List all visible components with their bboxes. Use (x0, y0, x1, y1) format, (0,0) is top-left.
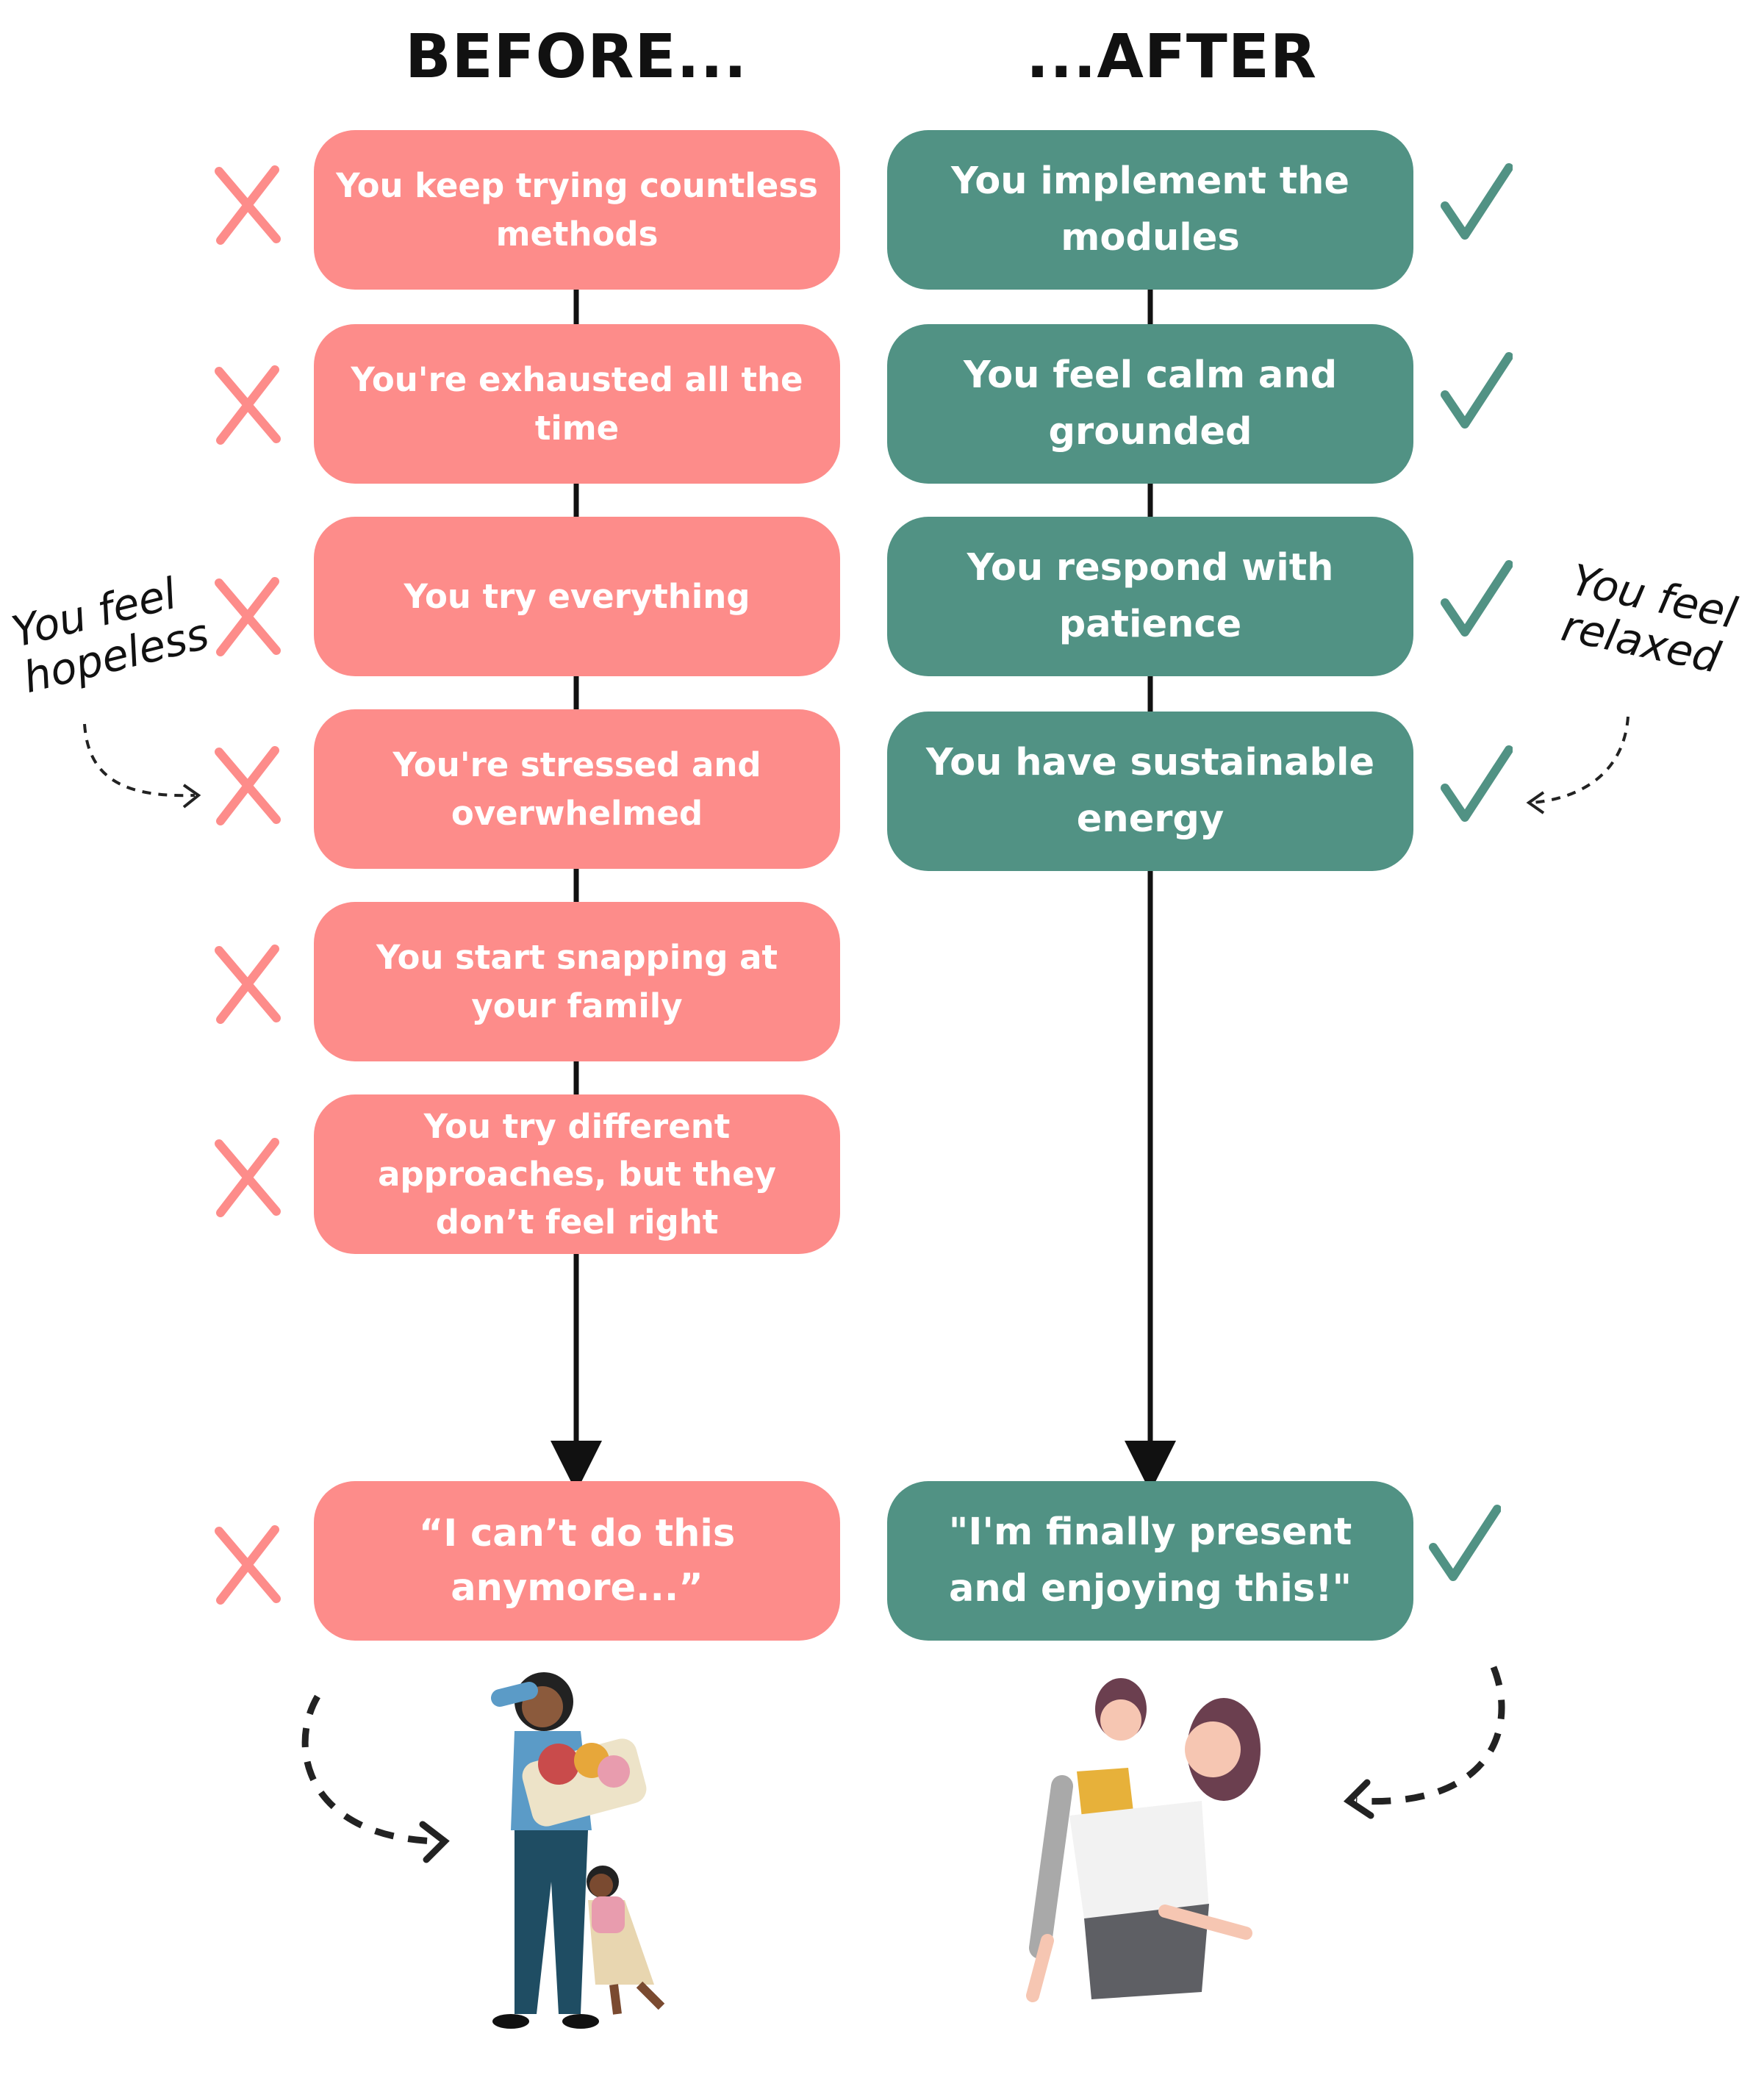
check-mark-icon (1441, 745, 1513, 822)
after-final: "I'm finally present and enjoying this!" (887, 1481, 1413, 1641)
hopeless-arrow (83, 723, 196, 798)
before-title: BEFORE... (405, 22, 747, 92)
happy-mother-child-illustration (1026, 1678, 1261, 2002)
after-item: You implement the modules (887, 130, 1413, 290)
check-mark-icon (1441, 163, 1513, 240)
after-bottom-arrow (1355, 1666, 1505, 1805)
check-mark-icon (1441, 352, 1513, 429)
after-title: ...AFTER (1025, 22, 1318, 92)
x-mark-icon (215, 1525, 281, 1605)
x-mark-icon (215, 577, 281, 656)
before-item: You start snapping at your family (314, 902, 840, 1061)
before-bottom-arrow (301, 1694, 438, 1845)
after-item: You feel calm and grounded (887, 324, 1413, 484)
check-mark-icon (1441, 560, 1513, 637)
x-mark-icon (215, 945, 281, 1024)
before-final: “I can’t do this anymore...” (314, 1481, 840, 1641)
after-item: You have sustainable energy (887, 712, 1413, 871)
x-mark-icon (215, 165, 281, 245)
before-item: You keep trying countless methods (314, 130, 840, 290)
before-item: You try different approaches, but they d… (314, 1094, 840, 1254)
x-mark-icon (215, 1138, 281, 1217)
before-item: You try everything (314, 517, 840, 676)
relaxed-arrow (1532, 716, 1629, 804)
x-mark-icon (215, 746, 281, 825)
stressed-mother-illustration (491, 1672, 665, 2029)
after-item: You respond with patience (887, 517, 1413, 676)
before-item: You're stressed and overwhelmed (314, 709, 840, 869)
before-item: You're exhausted all the time (314, 324, 840, 484)
check-mark-icon (1429, 1505, 1501, 1581)
x-mark-icon (215, 365, 281, 445)
